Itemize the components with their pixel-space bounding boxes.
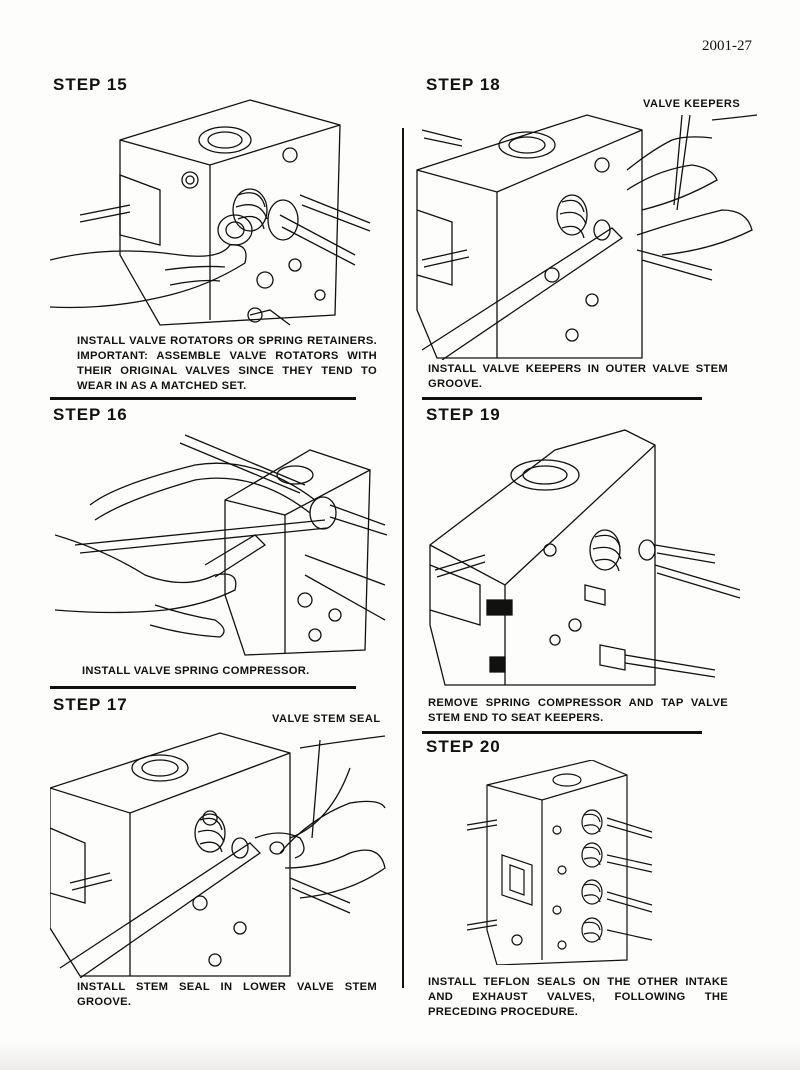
page-bottom-shade — [0, 1042, 800, 1070]
step-17-illustration — [50, 728, 390, 978]
step-16-rule — [50, 686, 356, 689]
step-20-illustration — [462, 760, 662, 965]
column-divider — [402, 128, 404, 988]
step-19-rule — [422, 731, 702, 734]
step-15-illustration — [50, 95, 380, 333]
step-19-illustration — [425, 425, 745, 690]
step-18-rule — [422, 397, 702, 400]
step-16-caption: INSTALL VALVE SPRING COMPRESSOR. — [82, 665, 310, 677]
step-17-title: STEP 17 — [53, 695, 128, 714]
valve-stem-seal-callout: VALVE STEM SEAL — [272, 713, 381, 725]
step-17-caption: INSTALL STEM SEAL IN LOWER VALVE STEM GR… — [77, 981, 377, 1008]
step-16-illustration — [55, 425, 390, 660]
step-19-caption: REMOVE SPRING COMPRESSOR AND TAP VALVE S… — [428, 697, 728, 724]
valve-keepers-callout: VALVE KEEPERS — [643, 98, 741, 110]
step-15-rule — [50, 397, 356, 400]
step-18-title: STEP 18 — [426, 75, 501, 94]
step-15-caption: INSTALL VALVE ROTATORS OR SPRING RETAINE… — [77, 335, 377, 392]
step-20-title: STEP 20 — [426, 737, 501, 756]
step-19-title: STEP 19 — [426, 405, 501, 424]
step-15-title: STEP 15 — [53, 75, 128, 94]
step-18-illustration — [412, 110, 757, 360]
step-16-title: STEP 16 — [53, 405, 128, 424]
page-number: 2001-27 — [702, 38, 752, 54]
step-18-caption: INSTALL VALVE KEEPERS IN OUTER VALVE STE… — [428, 363, 728, 390]
step-20-caption: INSTALL TEFLON SEALS ON THE OTHER INTAKE… — [428, 976, 728, 1018]
